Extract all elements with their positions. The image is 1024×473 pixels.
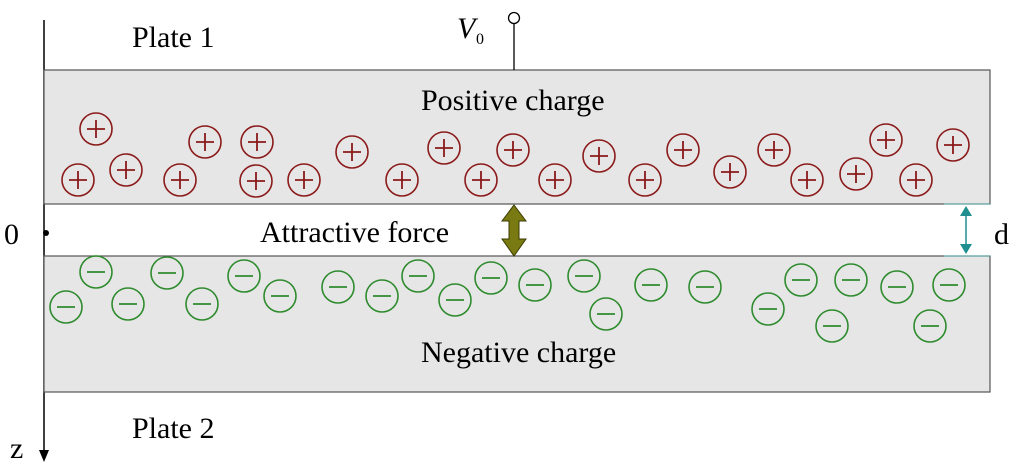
positive-charge-icon (899, 163, 933, 197)
positive-charge-icon (496, 133, 530, 167)
negative-charge-icon (111, 287, 145, 321)
negative-charge-icon (932, 268, 966, 302)
plate-2-label: Plate 2 (132, 412, 215, 445)
negative-charge-icon (784, 263, 818, 297)
negative-charge-icon (227, 259, 261, 293)
positive-charge-icon (109, 153, 143, 187)
positive-charge-icon (61, 163, 95, 197)
positive-charge-icon (163, 163, 197, 197)
negative-charge-icon (913, 309, 947, 343)
positive-charge-icon (869, 123, 903, 157)
positive-charge-icon (188, 125, 222, 159)
charges-layer (49, 112, 970, 343)
z-axis-arrowhead (39, 450, 49, 462)
positive-charge-icon (628, 163, 662, 197)
gap-arrow-icon (960, 206, 972, 254)
negative-charge-icon (634, 268, 668, 302)
negative-charge-icon (438, 283, 472, 317)
positive-charge-icon (79, 112, 113, 146)
negative-charge-icon (263, 279, 297, 313)
negative-charge-icon (79, 255, 113, 289)
negative-charge-icon (185, 287, 219, 321)
voltage-subscript: 0 (476, 31, 484, 48)
positive-charge-icon (839, 157, 873, 191)
positive-charge-icon (385, 163, 419, 197)
plate-2 (43, 255, 991, 393)
negative-charge-icon (589, 297, 623, 331)
negative-charge-icon (49, 290, 83, 324)
negative-charge-icon (401, 259, 435, 293)
positive-charge-icon (240, 125, 274, 159)
positive-charge-icon (757, 133, 791, 167)
origin-label: 0 (4, 218, 19, 251)
positive-charge-icon (538, 163, 572, 197)
terminal-icon (507, 11, 521, 25)
negative-charge-icon (688, 270, 722, 304)
negative-charge-icon (880, 270, 914, 304)
attractive-force-arrow-icon (501, 204, 527, 257)
positive-charge-icon (582, 139, 616, 173)
voltage-label: V (457, 12, 479, 45)
negative-charge-icon (518, 268, 552, 302)
negative-charge-icon (815, 309, 849, 343)
negative-charge-icon (751, 292, 785, 326)
negative-charge-icon (834, 263, 868, 297)
z-axis-label: z (10, 432, 23, 465)
negative-charge-icon (474, 261, 508, 295)
positive-charge-label: Positive charge (421, 84, 605, 117)
negative-charge-icon (321, 270, 355, 304)
negative-charge-label: Negative charge (421, 336, 616, 369)
positive-charge-icon (287, 163, 321, 197)
negative-charge-icon (365, 279, 399, 313)
positive-charge-icon (239, 164, 273, 198)
positive-charge-icon (790, 163, 824, 197)
plate-1-label: Plate 1 (132, 21, 215, 54)
gap-label: d (994, 218, 1009, 251)
positive-charge-icon (335, 135, 369, 169)
positive-charge-icon (427, 131, 461, 165)
positive-charge-icon (464, 163, 498, 197)
positive-charge-icon (713, 155, 747, 189)
origin-dot (43, 230, 49, 236)
positive-charge-icon (666, 133, 700, 167)
negative-charge-icon (150, 256, 184, 290)
negative-charge-icon (567, 259, 601, 293)
plate-1 (43, 69, 991, 205)
positive-charge-icon (936, 128, 970, 162)
attractive-force-label: Attractive force (260, 216, 449, 249)
